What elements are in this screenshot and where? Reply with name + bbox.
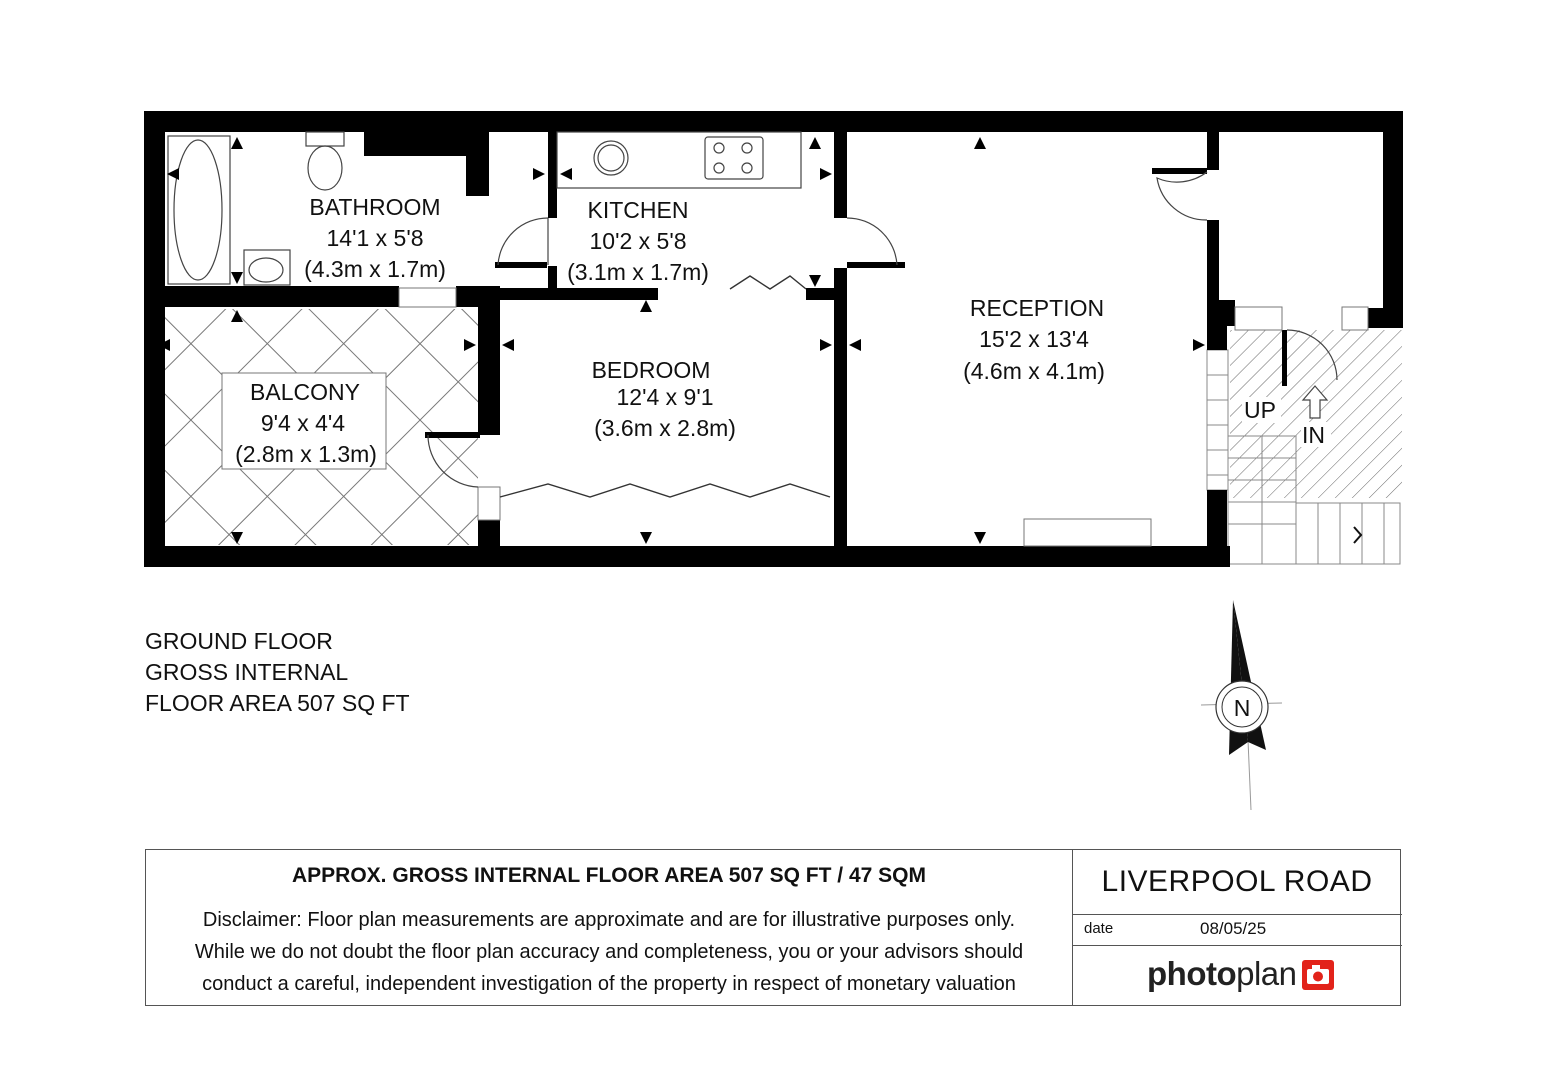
reception-name: RECEPTION [970, 295, 1104, 321]
date-label: date [1084, 920, 1114, 937]
kitchen-counter [556, 131, 802, 189]
bedroom-name: BEDROOM [592, 357, 711, 383]
disclaimer-line: conduct a careful, independent investiga… [202, 973, 1016, 995]
walls [144, 111, 1403, 567]
reception-metric: (4.6m x 4.1m) [963, 358, 1105, 384]
bathroom-metric: (4.3m x 1.7m) [304, 256, 446, 282]
disclaimer-section: APPROX. GROSS INTERNAL FLOOR AREA 507 SQ… [146, 850, 1073, 1005]
balcony-name: BALCONY [250, 379, 360, 405]
in-arrow-icon [1301, 385, 1329, 419]
doors [427, 171, 1338, 488]
compass-n-icon: N [1234, 695, 1251, 721]
floor-area-note: GROUND FLOOR GROSS INTERNAL FLOOR AREA 5… [145, 626, 410, 719]
basin [243, 249, 291, 286]
stair-chevron-icon [1353, 526, 1363, 544]
balcony-metric: (2.8m x 1.3m) [235, 441, 377, 467]
bath [167, 135, 231, 285]
kitchen-metric: (3.1m x 1.7m) [567, 259, 709, 285]
property-section: LIVERPOOL ROAD date 08/05/25 photoplan [1072, 850, 1402, 1005]
date-row: date 08/05/25 [1072, 914, 1402, 946]
stairs-up-label: UP [1244, 397, 1276, 423]
bedroom-imperial: 12'4 x 9'1 [616, 384, 713, 410]
property-address: LIVERPOOL ROAD [1072, 850, 1402, 915]
date-value: 08/05/25 [1200, 919, 1267, 938]
info-panel: APPROX. GROSS INTERNAL FLOOR AREA 507 SQ… [145, 849, 1402, 1006]
disclaimer-text: Disclaimer: Floor plan measurements are … [146, 904, 1072, 1000]
north-compass: N [1200, 600, 1283, 811]
bathroom-imperial: 14'1 x 5'8 [326, 225, 423, 251]
floor-note-line2: GROSS INTERNAL [145, 659, 349, 685]
toilet [305, 131, 345, 191]
gross-area-headline: APPROX. GROSS INTERNAL FLOOR AREA 507 SQ… [292, 864, 926, 887]
stairs [1206, 349, 1401, 565]
camera-icon [1302, 960, 1334, 990]
bathroom-name: BATHROOM [309, 194, 440, 220]
kitchen-imperial: 10'2 x 5'8 [589, 228, 686, 254]
reception-imperial: 15'2 x 13'4 [979, 326, 1089, 352]
floor-note-line1: GROUND FLOOR [145, 628, 333, 654]
entrance-in-label: IN [1302, 422, 1325, 448]
floor-note-line3: FLOOR AREA 507 SQ FT [145, 690, 410, 716]
brand-bold: photo [1147, 955, 1237, 992]
dimension-markers [158, 137, 1205, 544]
balcony-imperial: 9'4 x 4'4 [261, 410, 345, 436]
kitchen-name: KITCHEN [588, 197, 689, 223]
bedroom-metric: (3.6m x 2.8m) [594, 415, 736, 441]
photoplan-logo: photoplan [1072, 945, 1402, 1006]
brand-light: plan [1236, 955, 1297, 992]
disclaimer-line: While we do not doubt the floor plan acc… [194, 941, 1024, 963]
disclaimer-line: Disclaimer: Floor plan measurements are … [202, 909, 1016, 931]
brand-wordmark: photoplan [1147, 955, 1297, 993]
